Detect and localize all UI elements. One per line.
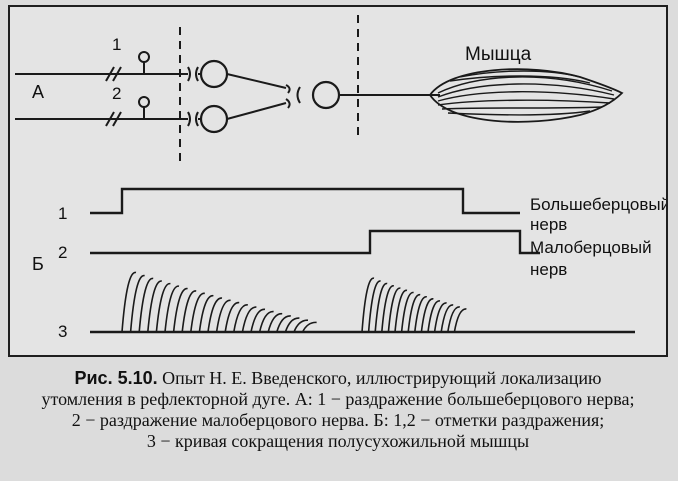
contraction-stroke — [224, 301, 240, 333]
contraction-stroke — [138, 277, 154, 333]
contraction-stroke — [215, 299, 231, 333]
muscle-label: Мышца — [465, 44, 532, 65]
contraction-stroke — [164, 285, 180, 333]
contraction-curve-1 — [121, 271, 317, 333]
contraction-stroke — [267, 312, 283, 333]
motor-neuron-icon — [311, 80, 341, 110]
contraction-stroke — [129, 274, 145, 333]
figure-number: Рис. 5.10. — [74, 368, 158, 388]
contraction-stroke — [147, 280, 162, 333]
contraction-stroke — [284, 317, 300, 333]
nerve-2-label-line2: нерв — [530, 260, 567, 279]
part-b-number-2: 2 — [58, 243, 67, 262]
contraction-stroke — [414, 296, 427, 333]
contraction-stroke — [121, 271, 137, 333]
contraction-stroke — [447, 306, 460, 333]
part-a-number-1: 1 — [112, 35, 121, 54]
nerve-1-line — [15, 66, 188, 82]
reflex-arc-diagram: А 1 2 — [15, 15, 666, 341]
figure-frame: А 1 2 — [8, 5, 668, 357]
contraction-stroke — [181, 290, 197, 333]
nerve-1-label-line2: нерв — [530, 215, 567, 234]
contraction-stroke — [250, 308, 266, 333]
label-a: А — [32, 82, 44, 102]
contraction-stroke — [440, 304, 454, 333]
muscle-icon — [428, 68, 624, 123]
part-b-number-3: 3 — [58, 322, 67, 341]
caption-line-1: Рис. 5.10. Опыт Н. Е. Введенского, иллюс… — [8, 368, 668, 389]
contraction-stroke — [233, 304, 248, 333]
contraction-stroke — [453, 308, 467, 333]
contraction-stroke — [241, 306, 257, 333]
converging-axons — [226, 73, 301, 120]
electrode-1-icon — [138, 51, 150, 74]
contraction-stroke — [387, 287, 401, 333]
contraction-stroke — [198, 294, 214, 333]
contraction-stroke — [407, 293, 421, 333]
caption-line-2: утомления в рефлекторной дуге. А: 1 − ра… — [41, 389, 635, 409]
contraction-stroke — [301, 321, 317, 333]
caption-line-4: 3 − кривая сокращения полусухожильной мы… — [146, 431, 530, 451]
part-b-number-1: 1 — [58, 204, 67, 223]
nerve-2-line — [15, 111, 188, 127]
contraction-stroke — [367, 280, 381, 333]
contraction-stroke — [427, 300, 441, 333]
figure-caption: Рис. 5.10. Опыт Н. Е. Введенского, иллюс… — [8, 368, 668, 452]
contraction-stroke — [400, 291, 414, 333]
interneuron-1-icon — [199, 59, 229, 89]
contraction-stroke — [433, 302, 447, 333]
contraction-stroke — [374, 282, 388, 333]
nerve-1-label-line1: Большеберцовый — [530, 195, 666, 214]
nerve-2-label-line1: Малоберцовый — [530, 238, 652, 257]
caption-line-3: 2 − раздражение малоберцового нерва. Б: … — [71, 410, 605, 430]
contraction-stroke — [293, 319, 309, 333]
synapse-1-icon — [187, 66, 202, 82]
stimulation-mark-1 — [90, 187, 520, 215]
caption-line-1-text: Опыт Н. Е. Введенского, иллюстрирующий л… — [162, 368, 602, 388]
interneuron-2-icon — [199, 104, 229, 134]
stimulation-mark-2 — [90, 229, 540, 255]
contraction-stroke — [394, 289, 408, 333]
label-b: Б — [32, 254, 44, 274]
contraction-stroke — [172, 287, 188, 333]
contraction-stroke — [276, 315, 291, 333]
synapse-2-icon — [187, 111, 202, 127]
part-a-number-2: 2 — [112, 84, 121, 103]
contraction-stroke — [361, 277, 375, 333]
contraction-stroke — [420, 298, 434, 333]
contraction-stroke — [207, 297, 223, 333]
contraction-stroke — [381, 285, 394, 333]
electrode-2-icon — [138, 96, 150, 119]
contraction-curve-2 — [361, 277, 467, 333]
contraction-stroke — [258, 310, 274, 333]
contraction-stroke — [190, 292, 205, 333]
contraction-stroke — [155, 282, 171, 333]
